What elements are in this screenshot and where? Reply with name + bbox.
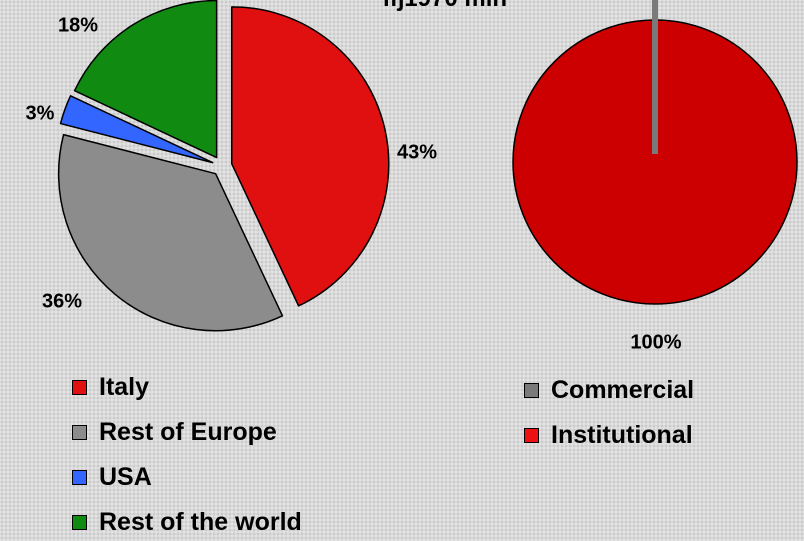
data-label-italy: 43% — [397, 141, 437, 163]
legend-label: Rest of Europe — [99, 418, 277, 446]
legend-label: USA — [99, 463, 152, 491]
pie-chart-segment: 100% — [512, 0, 798, 353]
legend-swatch — [524, 428, 539, 443]
data-label-institutional: 100% — [630, 331, 681, 353]
legend-item-italy: Italy — [72, 365, 302, 410]
legend-item-rest-of-europe: Rest of Europe — [72, 410, 302, 455]
legend-item-institutional: Institutional — [524, 413, 694, 458]
legend-region: Italy Rest of Europe USA Rest of the wor… — [72, 365, 302, 541]
legend-swatch — [72, 380, 87, 395]
pie-chart-region: 43% 36% 3% 18% — [26, 0, 437, 332]
pie-slice-italy — [231, 6, 390, 307]
legend-swatch — [72, 470, 87, 485]
legend-swatch — [72, 515, 87, 530]
pie-slice-usa — [59, 95, 214, 164]
legend-segment: Commercial Institutional — [524, 368, 694, 458]
legend-label: Italy — [99, 373, 150, 401]
legend-item-usa: USA — [72, 455, 302, 500]
legend-label: Institutional — [551, 421, 693, 449]
legend-item-commercial: Commercial — [524, 368, 694, 413]
chart-title: ɱ1970 mln — [383, 0, 507, 12]
legend-label: Commercial — [551, 376, 695, 404]
data-label-rest-of-europe: 36% — [42, 290, 82, 312]
data-label-rest-of-the-world: 18% — [58, 14, 98, 36]
legend-swatch — [524, 383, 539, 398]
data-label-usa: 3% — [26, 102, 55, 124]
legend-item-rest-of-the-world: Rest of the world — [72, 500, 302, 541]
legend-swatch — [72, 425, 87, 440]
pie-slice-rest-of-europe — [57, 133, 284, 332]
legend-label: Rest of the world — [99, 508, 302, 536]
pie-slice-rest-of-the-world — [73, 0, 218, 159]
